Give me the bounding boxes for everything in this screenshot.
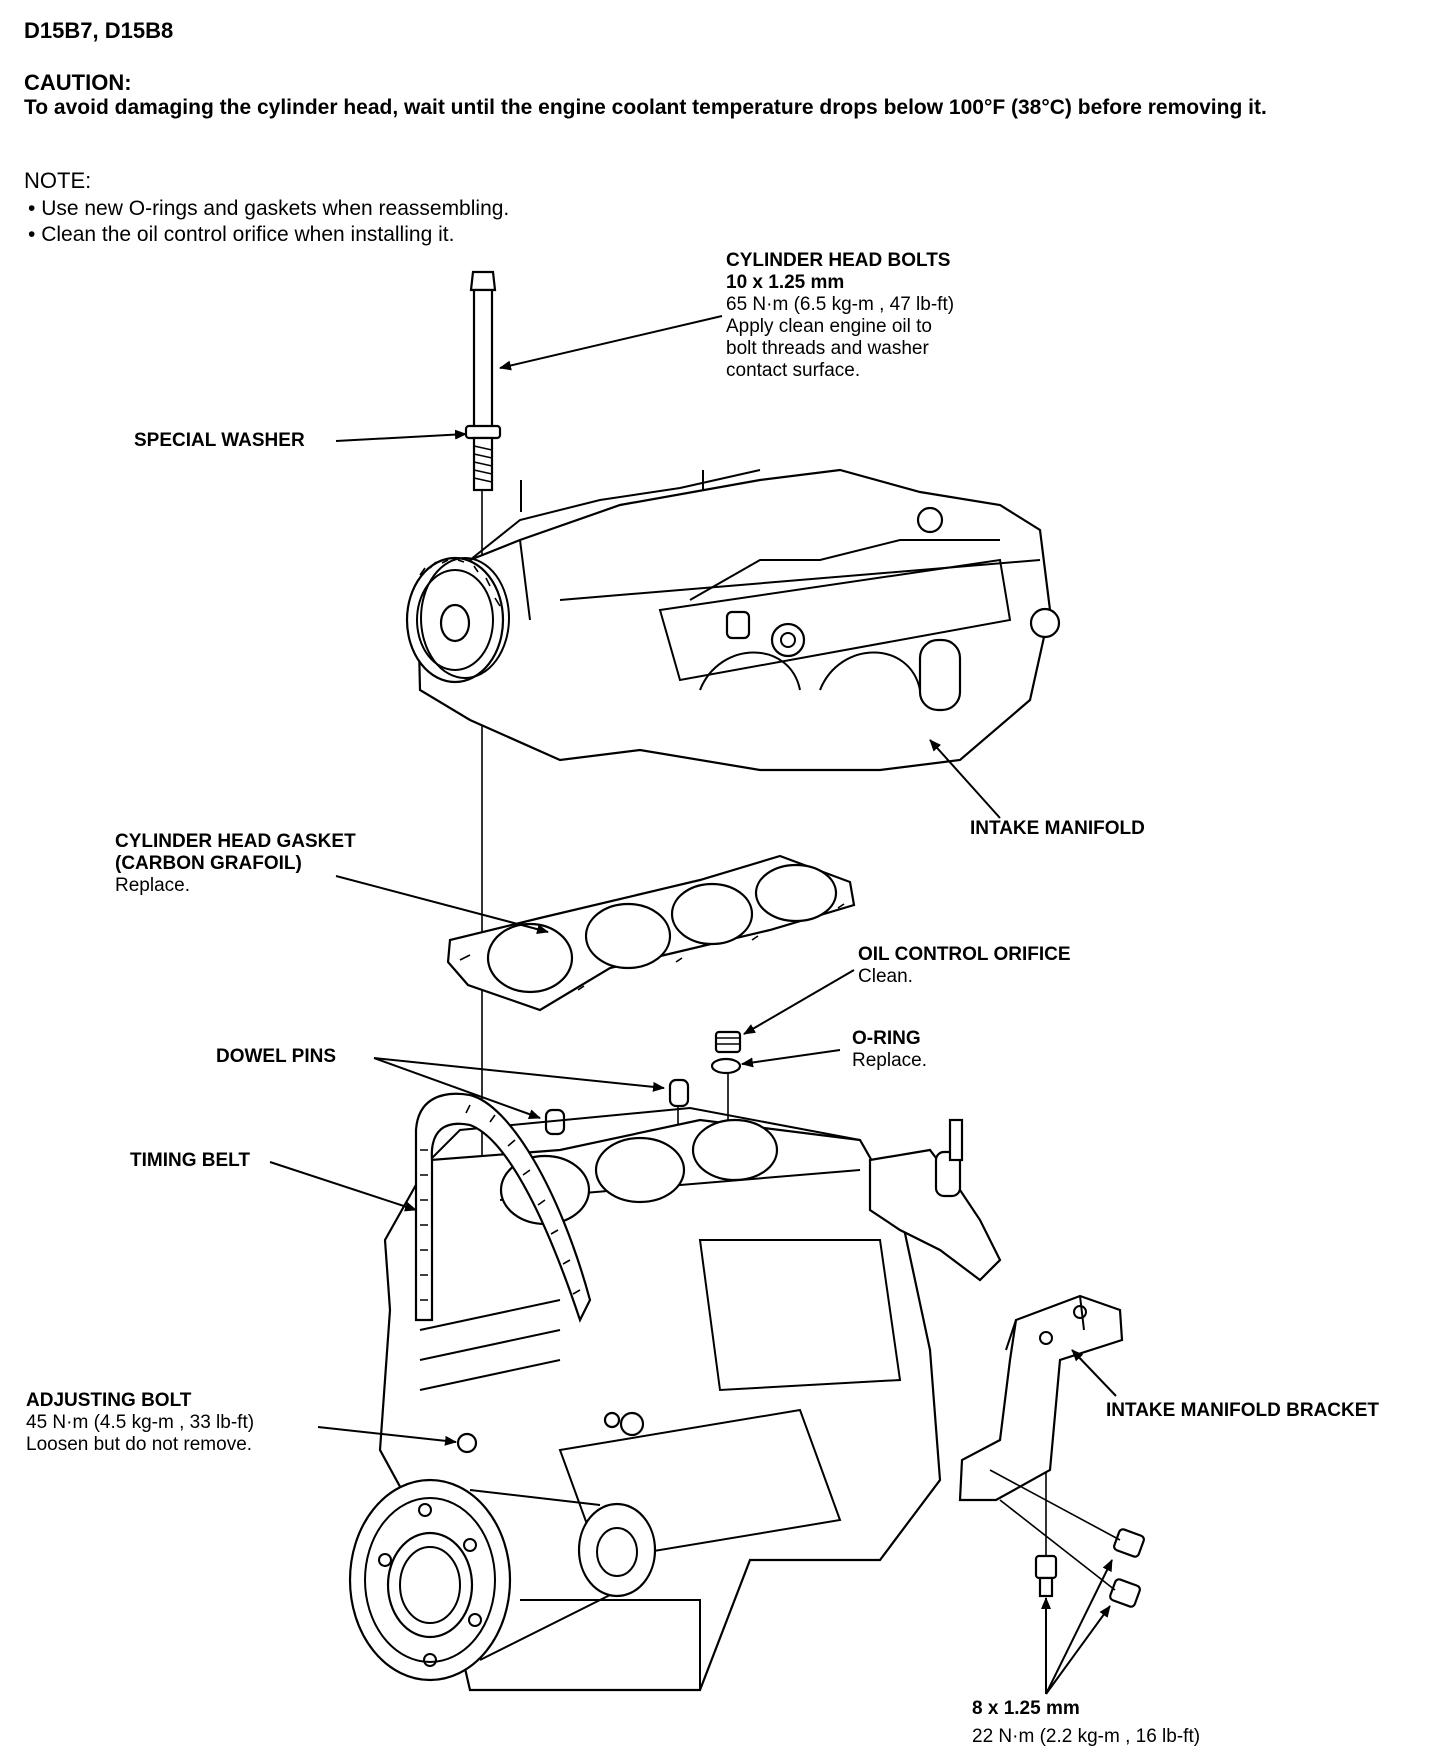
note-item-2: • Clean the oil control orifice when ins… xyxy=(28,223,455,246)
camshaft-pulley xyxy=(405,556,510,684)
leader-gasket xyxy=(335,875,549,935)
caution-title: CAUTION: xyxy=(24,70,132,95)
leader-oil-control-orifice xyxy=(743,969,855,1035)
cylinder-head-gasket xyxy=(446,854,856,1012)
leader-dowel-pin-2 xyxy=(373,1057,541,1119)
note-title: NOTE: xyxy=(24,168,92,193)
dowel-pins xyxy=(544,1078,690,1136)
leader-adjusting-bolt xyxy=(317,1426,457,1446)
leader-bracket-bolt-2 xyxy=(1045,1559,1113,1695)
caution-text: To avoid damaging the cylinder head, wai… xyxy=(24,96,1267,119)
adjusting-bolt xyxy=(456,1432,478,1454)
leader-o-ring xyxy=(741,1049,841,1068)
label-o-ring: O-RING Replace. xyxy=(852,1028,927,1071)
label-oil-control-orifice: OIL CONTROL ORIFICE Clean. xyxy=(858,944,1071,987)
cylinder-head-bolt xyxy=(464,270,502,492)
bullet-icon: • xyxy=(28,197,36,220)
intake-manifold-bracket xyxy=(958,1294,1124,1502)
label-cylinder-head-gasket: CYLINDER HEAD GASKET (CARBON GRAFOIL) Re… xyxy=(115,831,356,896)
bullet-icon: • xyxy=(28,223,36,246)
timing-belt xyxy=(414,1092,592,1323)
label-cylinder-head-bolts: CYLINDER HEAD BOLTS 10 x 1.25 mm 65 N·m … xyxy=(726,250,955,381)
leader-intake-manifold-bracket xyxy=(1071,1349,1117,1397)
label-dowel-pins: DOWEL PINS xyxy=(216,1046,336,1067)
tensioner-pulley xyxy=(469,1489,657,1661)
label-adjusting-bolt: ADJUSTING BOLT 45 N·m (4.5 kg-m , 33 lb-… xyxy=(26,1390,255,1455)
label-intake-manifold: INTAKE MANIFOLD xyxy=(970,818,1145,839)
label-timing-belt: TIMING BELT xyxy=(130,1150,250,1171)
water-outlet xyxy=(868,1118,1002,1282)
label-bracket-bolts: 8 x 1.25 mm 22 N·m (2.2 kg-m , 16 lb-ft) xyxy=(972,1698,1201,1747)
leader-special-washer xyxy=(335,429,467,442)
cylinder-head-assembly xyxy=(416,468,1061,772)
model-title: D15B7, D15B8 xyxy=(24,18,174,43)
leader-timing-belt xyxy=(269,1161,417,1212)
o-ring xyxy=(710,1057,742,1075)
bracket-bolts xyxy=(989,1469,1145,1608)
leader-dowel-pin-1 xyxy=(373,1057,665,1092)
leader-cylinder-head-bolts xyxy=(499,315,723,371)
label-intake-manifold-bracket: INTAKE MANIFOLD BRACKET xyxy=(1106,1400,1380,1421)
note-item-1: • Use new O-rings and gaskets when reass… xyxy=(28,197,510,220)
leader-intake-manifold xyxy=(929,739,1001,819)
engine-block xyxy=(378,1106,942,1692)
label-special-washer: SPECIAL WASHER xyxy=(134,430,305,451)
crankshaft-pulley xyxy=(348,1478,512,1682)
oil-control-orifice xyxy=(714,1030,742,1054)
leader-bracket-bolt-3 xyxy=(1045,1605,1111,1695)
